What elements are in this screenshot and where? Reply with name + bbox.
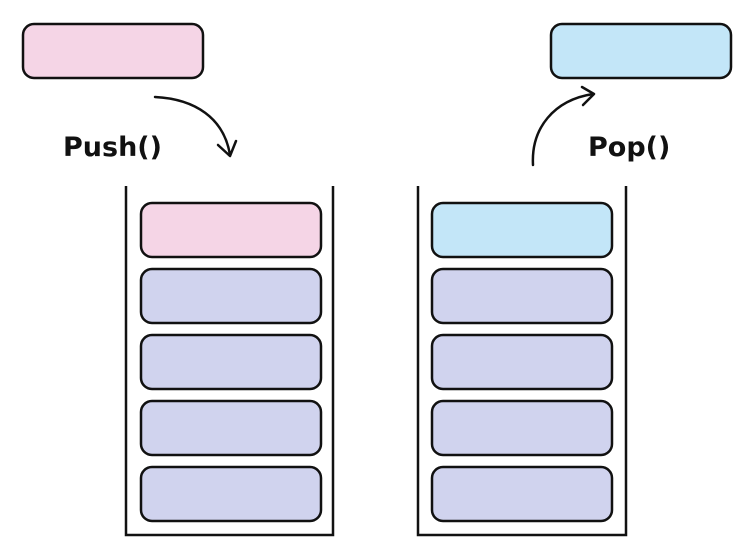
push-label: Push()	[63, 132, 162, 163]
pop-stack-element	[430, 465, 614, 523]
push-arrow-icon	[153, 95, 238, 158]
pop-label: Pop()	[588, 132, 671, 163]
push-stack-element	[139, 333, 323, 391]
pop-stack-container	[416, 186, 628, 537]
pop-stack-element	[430, 399, 614, 457]
pop-outgoing-block	[549, 22, 733, 80]
push-stack-element	[139, 465, 323, 523]
pop-stack-element	[430, 267, 614, 325]
pop-stack-top-element	[430, 201, 614, 259]
pop-arrow-icon	[531, 85, 596, 167]
push-stack	[139, 201, 323, 523]
push-stack-element	[139, 399, 323, 457]
push-stack-element	[139, 267, 323, 325]
push-stack-top-element	[139, 201, 323, 259]
pop-stack-element	[430, 333, 614, 391]
push-stack-container	[124, 186, 335, 537]
push-incoming-block	[21, 22, 205, 80]
pop-stack	[430, 201, 614, 523]
